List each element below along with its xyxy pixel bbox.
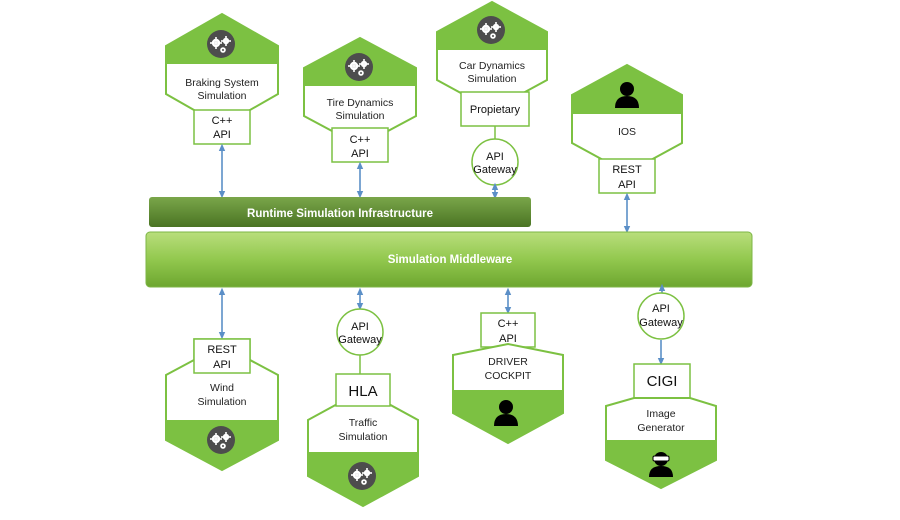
runtime-bar: Runtime Simulation Infrastructure xyxy=(149,197,531,227)
braking-api-line-2: API xyxy=(213,129,231,141)
driver-api-line-1: C++ xyxy=(498,318,519,330)
traffic-hla-box: HLA xyxy=(335,373,391,407)
image-cigi-box: CIGI xyxy=(633,363,691,399)
ios-api-box: REST API xyxy=(598,158,656,194)
driver-cockpit-node: DRIVER COCKPIT xyxy=(452,342,564,445)
middleware-bar-label: Simulation Middleware xyxy=(388,254,513,266)
braking-simulation-node: Braking System Simulation xyxy=(165,12,279,128)
svg-text:REST: REST xyxy=(207,344,237,356)
driver-api-box: C++ API xyxy=(480,312,536,348)
tire-api-line-1: C++ xyxy=(350,134,371,146)
image-gateway-line-2: Gateway xyxy=(639,317,683,329)
car-gateway-line-1: API xyxy=(486,151,504,163)
braking-api-box: C++ API xyxy=(193,109,251,145)
image-gateway-line-1: API xyxy=(652,303,670,315)
tire-simulation-node: Tire Dynamics Simulation xyxy=(303,36,417,148)
ios-api-line-1: REST xyxy=(612,164,642,176)
middleware-bar: Simulation Middleware xyxy=(145,231,753,288)
runtime-bar-label: Runtime Simulation Infrastructure xyxy=(247,208,433,220)
braking-title-1: Braking System xyxy=(185,77,259,89)
braking-api-line-1: C++ xyxy=(212,115,233,127)
ios-node: IOS xyxy=(571,63,683,175)
gears-icon xyxy=(344,52,374,82)
image-api-gateway: API Gateway xyxy=(637,292,685,340)
traffic-gateway-line-1: API xyxy=(351,321,369,333)
gears-icon xyxy=(206,425,236,455)
ios-title: IOS xyxy=(618,126,636,138)
image-cigi-label: CIGI xyxy=(647,373,678,390)
car-title-1: Car Dynamics xyxy=(459,60,525,72)
car-gateway-line-2: Gateway xyxy=(473,164,517,176)
driver-title-1: DRIVER xyxy=(488,356,528,368)
tire-api-line-2: API xyxy=(351,148,369,160)
traffic-gateway-line-2: Gateway xyxy=(338,334,382,346)
traffic-title-1: Traffic xyxy=(349,417,378,429)
gears-icon xyxy=(347,461,377,491)
traffic-hla-label: HLA xyxy=(348,383,377,400)
car-proprietary-label: Propietary xyxy=(470,104,521,116)
ios-api-line-2: API xyxy=(618,179,636,191)
car-proprietary-box: Propietary xyxy=(460,91,530,127)
gears-icon xyxy=(476,15,506,45)
braking-title-2: Simulation xyxy=(197,90,246,102)
tire-title-2: Simulation xyxy=(335,110,384,122)
tire-api-box: C++ API xyxy=(331,127,389,163)
svg-text:API: API xyxy=(213,359,231,371)
traffic-title-2: Simulation xyxy=(338,431,387,443)
image-title-2: Generator xyxy=(637,422,685,434)
car-title-2: Simulation xyxy=(467,73,516,85)
tire-title-1: Tire Dynamics xyxy=(327,97,394,109)
wind-title-1: Wind xyxy=(210,382,234,394)
wind-simulation-node: REST API Wind Simulation xyxy=(165,338,279,472)
traffic-simulation-node: Traffic Simulation xyxy=(307,388,419,508)
traffic-api-gateway: API Gateway xyxy=(336,308,384,356)
driver-api-line-2: API xyxy=(499,333,517,345)
driver-title-2: COCKPIT xyxy=(485,370,532,382)
wind-title-2: Simulation xyxy=(197,396,246,408)
car-api-gateway: API Gateway xyxy=(471,138,519,186)
gears-icon xyxy=(206,29,236,59)
image-title-1: Image xyxy=(646,408,675,420)
car-simulation-node: Car Dynamics Simulation xyxy=(436,0,548,112)
image-generator-node: Image Generator xyxy=(605,397,717,490)
